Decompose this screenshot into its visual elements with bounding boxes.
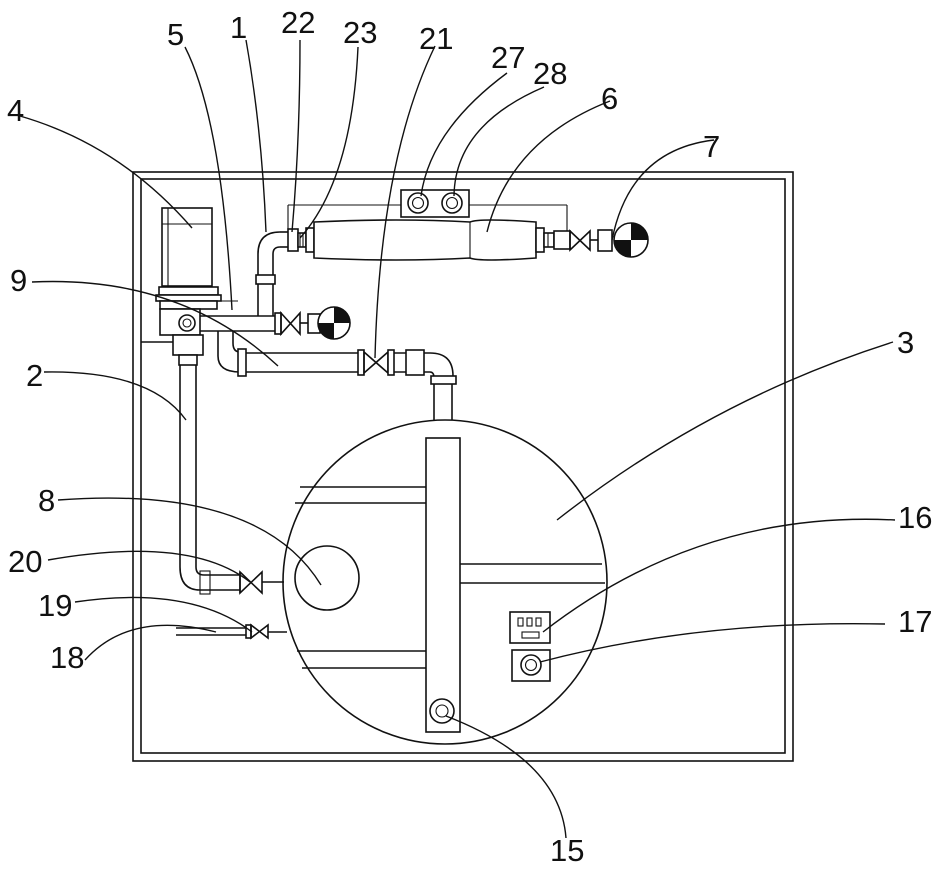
label-9: 9 [10,263,27,298]
leader-lines [19,39,896,839]
label-19: 19 [38,588,72,623]
riser [255,231,290,316]
label-17: 17 [898,604,932,639]
label-28: 28 [533,56,567,91]
label-1: 1 [230,10,247,45]
label-2: 2 [26,358,43,393]
label-20: 20 [8,544,42,579]
label-5: 5 [167,17,184,52]
label-18: 18 [50,640,84,675]
drain-line [176,623,287,640]
label-15: 15 [550,833,584,868]
label-21: 21 [419,21,453,56]
label-27: 27 [491,40,525,75]
gauge-panel [287,189,568,231]
label-16: 16 [898,500,932,535]
filter-assembly [287,219,649,261]
pipe-2 [179,365,284,595]
label-23: 23 [343,15,377,50]
return-pipe [217,331,457,420]
frame [132,171,794,762]
label-22: 22 [281,5,315,40]
label-4: 4 [7,93,24,128]
pump [141,300,238,366]
label-3: 3 [897,325,914,360]
label-7: 7 [703,129,720,164]
label-8: 8 [38,483,55,518]
gauge-17 [511,649,551,682]
reference-numerals: 5 1 22 23 21 27 28 6 7 4 9 2 3 8 20 19 1… [7,5,932,868]
controller-16 [509,611,551,644]
header-5 [200,306,351,340]
tank [282,419,608,745]
label-6: 6 [601,81,618,116]
